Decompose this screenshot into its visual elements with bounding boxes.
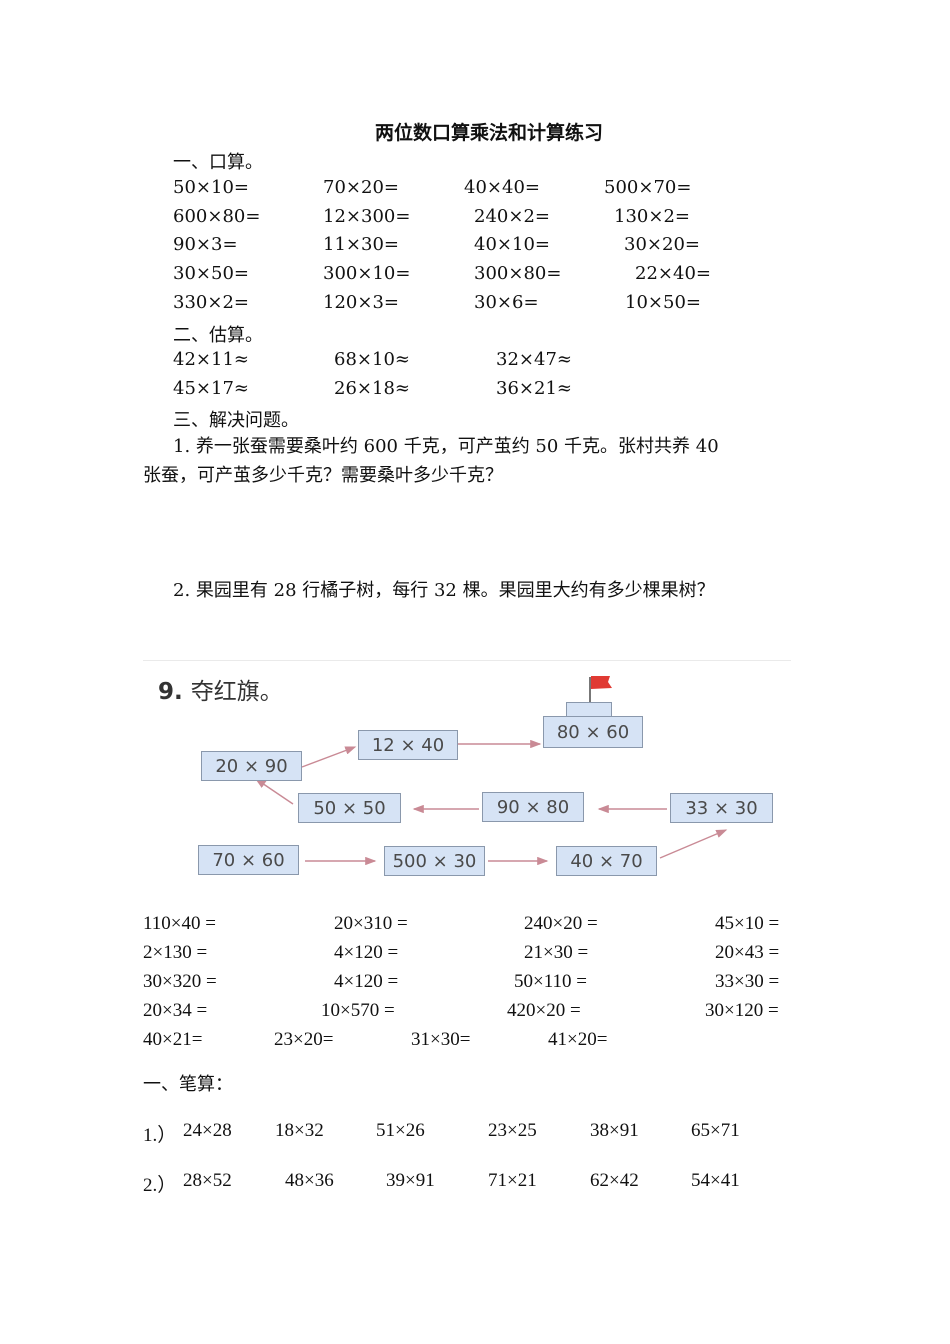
problem: 300×80=: [474, 263, 562, 284]
path-arrows: [254, 676, 728, 866]
problem: 30×320 =: [143, 971, 217, 992]
box-start: 70 × 60: [198, 845, 299, 875]
problem: 23×20=: [274, 1029, 334, 1050]
box-step: 33 × 30: [670, 793, 773, 823]
problem: 65×71: [691, 1120, 740, 1141]
problem: 20×310 =: [334, 913, 408, 934]
problem: 24×28: [183, 1120, 232, 1141]
box-step: 50 × 50: [298, 793, 401, 823]
problem: 40×40=: [464, 177, 540, 198]
row-label: 1.）: [143, 1125, 177, 1146]
box-step: 90 × 80: [482, 792, 584, 822]
box-step: 12 × 40: [358, 730, 458, 760]
section-problems-heading: 三、解决问题。: [173, 410, 299, 431]
problem: 21×30 =: [524, 942, 589, 963]
problem: 40×10=: [474, 234, 550, 255]
problem: 30×50=: [173, 263, 249, 284]
problem: 48×36: [285, 1170, 334, 1191]
problem: 330×2=: [173, 292, 249, 313]
problem: 32×47≈: [496, 349, 572, 370]
problem: 71×21: [488, 1170, 537, 1191]
capture-flag-diagram: 9. 夺红旗。 80 × 60: [143, 660, 791, 885]
calc-row: 110×40 = 20×310 = 240×20 = 45×10 =: [143, 913, 823, 942]
exercise-title: 夺红旗。: [190, 679, 283, 705]
problem: 240×2=: [474, 206, 550, 227]
problem: 54×41: [691, 1170, 740, 1191]
problem: 240×20 =: [524, 913, 598, 934]
problem: 420×20 =: [507, 1000, 581, 1021]
problem: 4×120 =: [334, 971, 399, 992]
problem: 110×40 =: [143, 913, 216, 934]
problem: 33×30 =: [715, 971, 780, 992]
diagram-heading: 9. 夺红旗。: [158, 672, 283, 706]
problem: 30×6=: [474, 292, 539, 313]
problem: 30×20=: [624, 234, 700, 255]
section-oral-heading: 一、口算。: [173, 152, 263, 173]
calc-row: 20×34 = 10×570 = 420×20 = 30×120 =: [143, 1000, 823, 1029]
problem: 12×300=: [323, 206, 411, 227]
box-step: 20 × 90: [201, 751, 302, 781]
calc-row: 40×21= 23×20= 31×30= 41×20=: [143, 1029, 823, 1058]
section-estimate-heading: 二、估算。: [173, 325, 263, 346]
problem: 120×3=: [323, 292, 399, 313]
problem: 2×130 =: [143, 942, 208, 963]
estimate-row: 45×17≈ 26×18≈ 36×21≈: [173, 378, 673, 407]
problem: 50×110 =: [514, 971, 587, 992]
box-goal: 80 × 60: [543, 716, 643, 748]
word-problem-1-line1: 1. 养一张蚕需要桑叶约 600 千克，可产茧约 50 千克。张村共养 40: [173, 436, 719, 457]
oral-row: 50×10= 70×20= 40×40= 500×70=: [173, 177, 773, 206]
problem: 40×21=: [143, 1029, 203, 1050]
oral-row: 600×80= 12×300= 240×2= 130×2=: [173, 206, 773, 235]
problem: 36×21≈: [496, 378, 572, 399]
box-step: 40 × 70: [556, 846, 657, 876]
oral-row: 30×50= 300×10= 300×80= 22×40=: [173, 263, 773, 292]
calc-row: 2×130 = 4×120 = 21×30 = 20×43 =: [143, 942, 823, 971]
oral-row: 330×2= 120×3= 30×6= 10×50=: [173, 292, 773, 321]
calc-row: 30×320 = 4×120 = 50×110 = 33×30 =: [143, 971, 823, 1000]
written-row: 1.） 24×28 18×32 51×26 23×25 38×91 65×71: [143, 1120, 823, 1150]
problem: 300×10=: [323, 263, 411, 284]
problem: 28×52: [183, 1170, 232, 1191]
red-flag-icon: [591, 676, 612, 689]
problem: 39×91: [386, 1170, 435, 1191]
problem: 600×80=: [173, 206, 261, 227]
problem: 41×20=: [548, 1029, 608, 1050]
word-problem-2: 2. 果园里有 28 行橘子树，每行 32 棵。果园里大约有多少棵果树？: [173, 580, 715, 601]
estimate-row: 42×11≈ 68×10≈ 32×47≈: [173, 349, 673, 378]
problem: 11×30=: [323, 234, 399, 255]
box-step: 500 × 30: [384, 846, 485, 876]
written-row: 2.） 28×52 48×36 39×91 71×21 62×42 54×41: [143, 1170, 823, 1200]
problem: 51×26: [376, 1120, 425, 1141]
problem: 4×120 =: [334, 942, 399, 963]
problem: 30×120 =: [705, 1000, 779, 1021]
problem: 45×17≈: [173, 378, 249, 399]
problem: 90×3=: [173, 234, 238, 255]
problem: 10×570 =: [321, 1000, 395, 1021]
problem: 26×18≈: [334, 378, 410, 399]
word-problem-1-line2: 张蚕，可产茧多少千克？需要桑叶多少千克？: [143, 465, 503, 486]
problem: 130×2=: [614, 206, 690, 227]
page-title: 两位数口算乘法和计算练习: [374, 122, 603, 144]
divider: [143, 660, 791, 661]
problem: 62×42: [590, 1170, 639, 1191]
row-label: 2.）: [143, 1175, 177, 1196]
problem: 50×10=: [173, 177, 249, 198]
flag-pedestal: [566, 702, 612, 716]
problem: 45×10 =: [715, 913, 780, 934]
problem: 10×50=: [625, 292, 701, 313]
problem: 20×34 =: [143, 1000, 208, 1021]
problem: 22×40=: [635, 263, 711, 284]
problem: 68×10≈: [334, 349, 410, 370]
problem: 18×32: [275, 1120, 324, 1141]
exercise-number: 9.: [158, 679, 183, 705]
problem: 500×70=: [604, 177, 692, 198]
problem: 70×20=: [323, 177, 399, 198]
problem: 20×43 =: [715, 942, 780, 963]
problem: 38×91: [590, 1120, 639, 1141]
problem: 23×25: [488, 1120, 537, 1141]
section-written-heading: 一、笔算：: [143, 1074, 233, 1095]
problem: 42×11≈: [173, 349, 249, 370]
problem: 31×30=: [411, 1029, 471, 1050]
oral-row: 90×3= 11×30= 40×10= 30×20=: [173, 234, 773, 263]
